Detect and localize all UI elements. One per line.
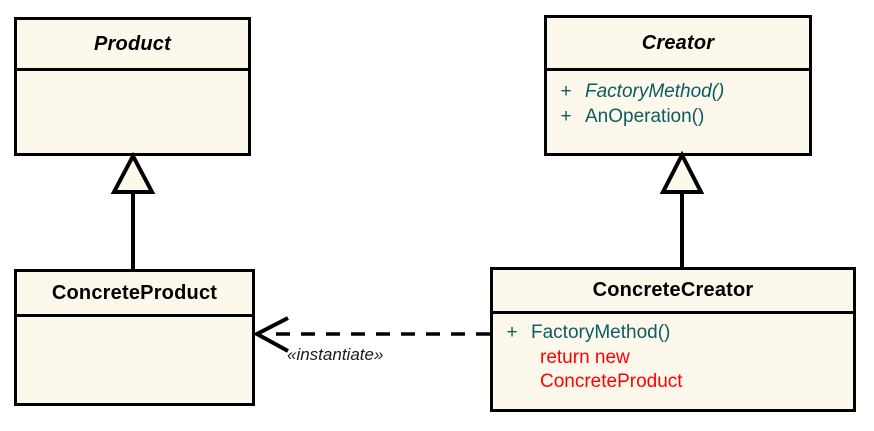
member-signature: AnOperation() [585, 105, 705, 127]
class-divider-creator [547, 68, 809, 71]
class-members-concrete-creator: + FactoryMethod() return new ConcretePro… [493, 314, 853, 409]
member-visibility: + [506, 322, 518, 343]
member-signature: FactoryMethod() [531, 322, 671, 343]
dependency-label-instantiate: «instantiate» [287, 345, 384, 364]
class-box-concrete-creator[interactable]: ConcreteCreator + FactoryMethod() return… [490, 267, 856, 412]
class-members-product [17, 71, 248, 153]
member-row: + FactoryMethod() [547, 80, 809, 105]
class-title-concrete-product: ConcreteProduct [51, 281, 218, 304]
class-box-creator[interactable]: Creator + FactoryMethod() + AnOperation(… [544, 15, 812, 156]
class-divider-concrete-creator [493, 311, 853, 314]
class-divider-product [17, 68, 248, 71]
member-row: + AnOperation() [547, 105, 809, 130]
class-title-product: Product [94, 32, 171, 55]
class-divider-concrete-product [17, 314, 252, 317]
member-note-line: return new [540, 346, 630, 368]
class-box-concrete-product[interactable]: ConcreteProduct [14, 269, 255, 406]
member-signature: FactoryMethod() [585, 81, 725, 102]
class-box-product[interactable]: Product [14, 17, 251, 156]
open-arrowhead-icon [252, 316, 289, 353]
generalization-concrete-creator-to-creator [659, 150, 705, 267]
generalization-concrete-product-to-product [110, 151, 156, 269]
member-row: + FactoryMethod() [493, 321, 853, 346]
member-note-line: ConcreteProduct [540, 371, 683, 393]
class-members-creator: + FactoryMethod() + AnOperation() [547, 71, 809, 153]
member-visibility: + [560, 105, 572, 127]
class-members-concrete-product [17, 317, 252, 403]
generalization-triangle-icon [659, 150, 705, 194]
member-visibility: + [560, 81, 572, 102]
class-title-concrete-creator: ConcreteCreator [592, 279, 754, 301]
class-title-creator: Creator [641, 31, 715, 54]
generalization-triangle-icon [110, 151, 156, 194]
